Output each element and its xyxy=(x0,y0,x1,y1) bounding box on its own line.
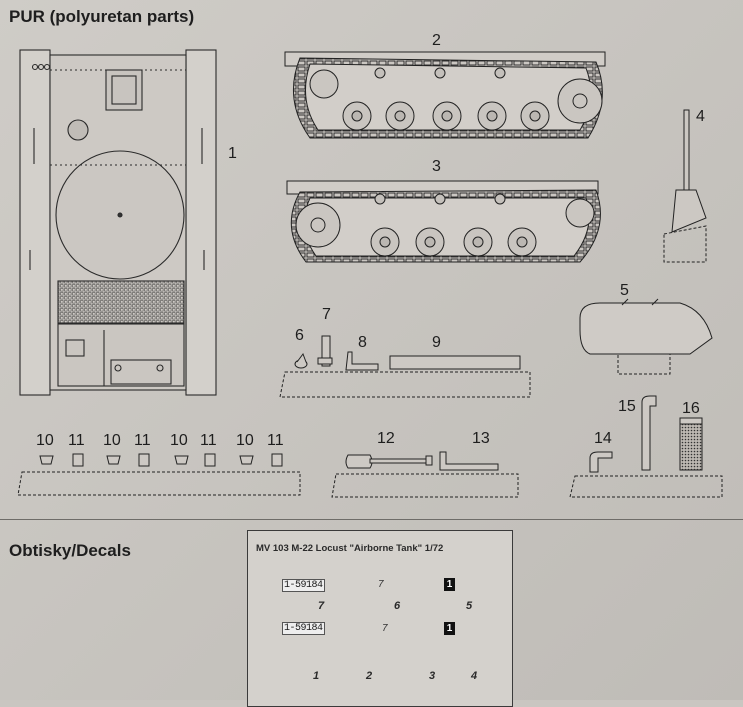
part-number-16: 16 xyxy=(682,400,700,417)
section-divider xyxy=(0,519,743,520)
track-left xyxy=(284,51,606,139)
part-number-8: 8 xyxy=(358,334,367,351)
part-number-3: 3 xyxy=(432,158,441,175)
decal-sheet-title: MV 103 M-22 Locust "Airborne Tank" 1/72 xyxy=(256,543,444,554)
part-number-14: 14 xyxy=(594,430,612,447)
part-number-12: 12 xyxy=(377,430,395,447)
decal-number-1: 1 xyxy=(313,670,320,682)
part-number-6: 6 xyxy=(295,327,304,344)
part-number-2: 2 xyxy=(432,32,441,49)
part-number-5: 5 xyxy=(620,282,629,299)
decal-number-2: 2 xyxy=(366,670,373,682)
decals-heading: Obtisky/Decals xyxy=(9,541,131,560)
part-number-11: 11 xyxy=(267,432,284,449)
decal-block-1a: 1 xyxy=(444,578,455,591)
track-right xyxy=(286,180,601,263)
sprue-14-16 xyxy=(569,395,723,498)
decal-serial-1: 1-59184 xyxy=(282,579,325,592)
part-number-11: 11 xyxy=(68,432,85,449)
part-5-turret xyxy=(579,298,713,375)
part-4-arm xyxy=(663,109,707,263)
hull-top-view xyxy=(19,49,217,396)
pur-heading: PUR (polyuretan parts) xyxy=(9,7,195,26)
decal-number-3: 3 xyxy=(429,670,436,682)
decal-sheet: MV 103 M-22 Locust "Airborne Tank" 1/72 … xyxy=(247,530,513,707)
part-number-4: 4 xyxy=(696,108,705,125)
sprue-12-13 xyxy=(331,451,519,498)
part-number-10: 10 xyxy=(103,432,121,449)
decal-mark-7b: 7 xyxy=(382,623,388,634)
part-number-11: 11 xyxy=(134,432,151,449)
part-number-10: 10 xyxy=(36,432,54,449)
sprue-10-11 xyxy=(17,453,301,496)
decal-number-4: 4 xyxy=(471,670,478,682)
part-number-13: 13 xyxy=(472,430,490,447)
part-number-11: 11 xyxy=(200,432,217,449)
part-number-10: 10 xyxy=(170,432,188,449)
part-number-7: 7 xyxy=(322,306,331,323)
sprue-6-9 xyxy=(279,335,531,398)
part-number-1: 1 xyxy=(228,145,237,162)
part-number-9: 9 xyxy=(432,334,441,351)
decal-serial-2: 1-59184 xyxy=(282,622,325,635)
decal-mark-7a: 7 xyxy=(378,579,384,590)
decal-number-7: 7 xyxy=(318,600,325,612)
decal-number-6: 6 xyxy=(394,600,401,612)
part-number-10: 10 xyxy=(236,432,254,449)
decal-block-1b: 1 xyxy=(444,622,455,635)
decal-number-5: 5 xyxy=(466,600,473,612)
part-number-15: 15 xyxy=(618,398,636,415)
